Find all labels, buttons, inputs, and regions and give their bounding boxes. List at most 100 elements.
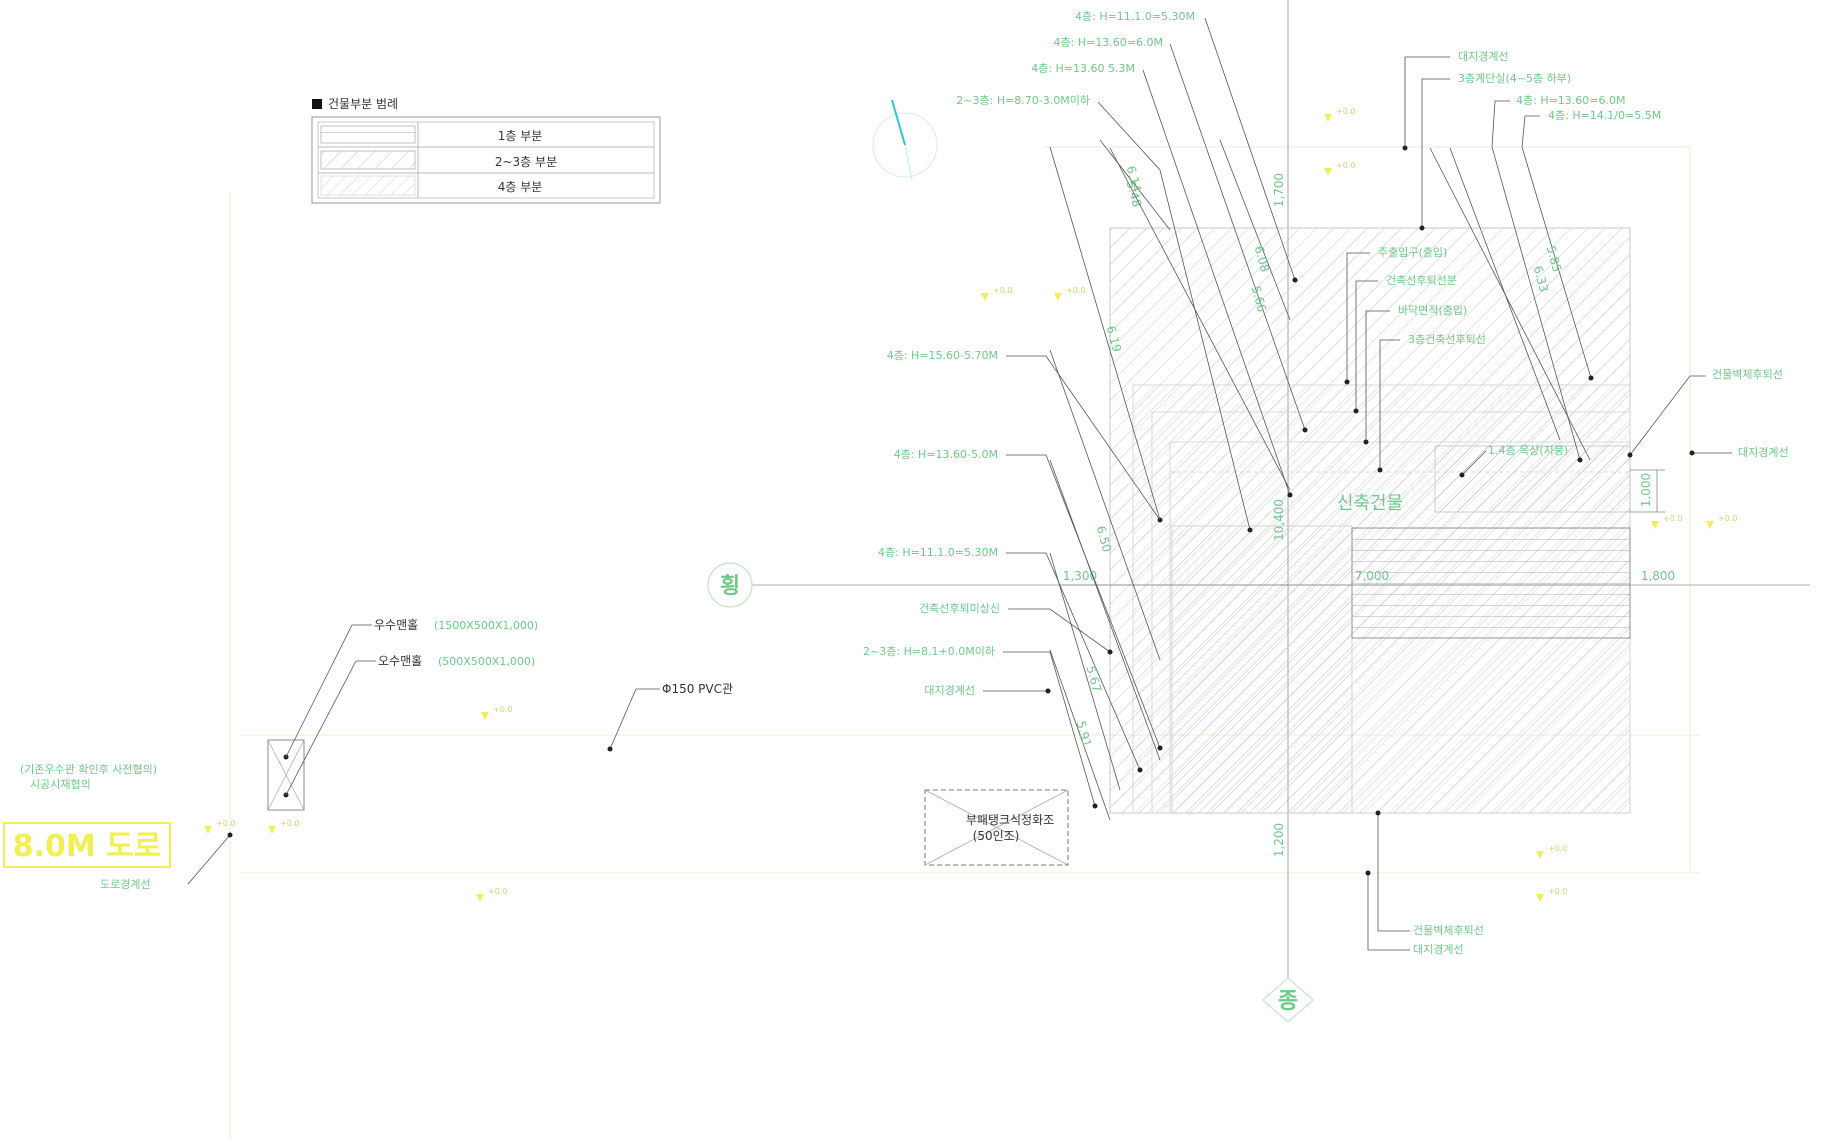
svg-text:대지경계선: 대지경계선 [924, 684, 975, 697]
diagonal-dimension-leader [1099, 139, 1171, 231]
left-callout-3: 4층: H=11.1.0=5.30M [878, 546, 1143, 773]
legend-title: 건물부분 범례 [328, 97, 398, 111]
legend-row-3: 4층 부분 [498, 180, 543, 194]
road-label: 8.0M 도로 (기존우수관 확인후 사전협의) 시공시재협의 도로경계선 [3, 763, 233, 891]
svg-text:건물벽체후퇴선: 건물벽체후퇴선 [1413, 924, 1484, 937]
diagonal-dimension-leader [1109, 147, 1291, 491]
svg-text:대지경계선: 대지경계선 [1458, 50, 1509, 63]
road-note-2: 시공시재협의 [30, 778, 91, 791]
rain-manhole-label: 우수맨홀 [374, 618, 418, 632]
svg-text:1.4층 옥상(지붕): 1.4층 옥상(지붕) [1488, 444, 1568, 457]
diagonal-dimension-leader [1049, 146, 1161, 521]
svg-text:대지경계선: 대지경계선 [1413, 943, 1464, 956]
septic-tank: 부패탱크식정화조 (50인조) [924, 789, 1069, 866]
level-marker-icon: +0.0 [1324, 107, 1355, 122]
manhole-symbols [267, 739, 305, 811]
level-marker-label: +0.0 [1718, 514, 1737, 523]
legend-row-1: 1층 부분 [498, 129, 543, 143]
level-marker-label: +0.0 [1336, 161, 1355, 170]
svg-text:4층: H=13.60 5.3M: 4층: H=13.60 5.3M [1031, 62, 1135, 75]
level-marker-icon: +0.0 [268, 819, 299, 834]
diagonal-dimension-label: 6.33 [1531, 264, 1551, 293]
dimension-right-h: 1,800 [1641, 569, 1675, 583]
svg-text:대지경계선: 대지경계선 [1738, 446, 1789, 459]
diagonal-dimension-leader [1049, 459, 1161, 761]
left-callout-6: 대지경계선 [924, 684, 1051, 697]
diagonal-dimension-leader [1049, 552, 1121, 791]
pvc-pipe-label: Φ150 PVC관 [662, 682, 733, 696]
top-callout-2: 4층: H=13.60=6.0M [1053, 36, 1308, 433]
diagonal-dimension-leader [1429, 147, 1591, 461]
svg-text:4층: H=13.60=6.0M: 4층: H=13.60=6.0M [1516, 94, 1626, 107]
diagonal-dimension-leader [1219, 139, 1291, 321]
level-marker-label: +0.0 [1663, 514, 1682, 523]
level-marker-label: +0.0 [993, 286, 1012, 295]
right-callout-1: 건물벽체후퇴선 [1627, 368, 1783, 458]
level-marker-icon: +0.0 [1536, 887, 1567, 902]
level-marker-icon: +0.0 [1536, 844, 1567, 859]
bottom-callout-2: 대지경계선 [1365, 870, 1464, 956]
svg-text:4층: H=14.1/0=5.5M: 4층: H=14.1/0=5.5M [1548, 109, 1661, 122]
dimension-mid-v: 1,000 [1639, 473, 1653, 507]
dimension-left-h: 1,300 [1063, 569, 1097, 583]
road-note-1: (기존우수관 확인후 사전협의) [20, 763, 157, 776]
level-marker-icon: +0.0 [1651, 514, 1682, 529]
axis-marker-vertical: 종 [1262, 977, 1314, 1023]
top-callout-4: 2~3층: H=8.70-3.0M이하 [956, 93, 1253, 533]
diagonal-dimension-leader [1049, 349, 1161, 661]
bottom-callout-1: 건물벽체후퇴선 [1375, 810, 1484, 937]
top-right-callout-4: 4층: H=14.1/0=5.5M [1521, 109, 1661, 381]
level-marker-icon: +0.0 [981, 286, 1012, 301]
dimension-bottom-v: 1,200 [1272, 823, 1286, 857]
svg-text:4층: H=15.60-5.70M: 4층: H=15.60-5.70M [887, 349, 998, 362]
inner-callout-4: 3층건축선후퇴선 [1377, 333, 1486, 473]
level-marker-label: +0.0 [493, 705, 512, 714]
legend-marker [312, 99, 322, 109]
level-marker-icon: +0.0 [1054, 286, 1085, 301]
top-right-callout-1: 대지경계선 [1402, 50, 1509, 151]
septic-label-2: (50인조) [973, 829, 1020, 843]
diagonal-dimension-label: 5.66 [1249, 284, 1269, 313]
dimension-top-v: 1,700 [1272, 173, 1286, 207]
left-callout-2: 4층: H=13.60-5.0M [894, 448, 1163, 751]
axis-marker-horizontal: 횡 [707, 562, 753, 608]
diagonal-dimension-label: 6.19 [1104, 324, 1124, 353]
svg-text:2~3층: H=8.70-3.0M이하: 2~3층: H=8.70-3.0M이하 [956, 93, 1090, 107]
diagonal-dimension-label: 6.50 [1094, 524, 1114, 553]
dimension-center-h: 7,000 [1355, 569, 1389, 583]
diagonal-dimension-label: 6.08 [1252, 244, 1272, 273]
diagonal-dimension-leader [1049, 649, 1111, 821]
dimension-leaders: 5.485.666.196.336.505.855.675.916.146.08 [1049, 139, 1591, 821]
top-callout-1: 4층: H=11.1.0=5.30M [1075, 10, 1298, 283]
svg-text:건축선후퇴선분: 건축선후퇴선분 [1386, 274, 1457, 287]
pipe-labels: 우수맨홀 (1500X500X1,000) 오수맨홀 (500X500X1,00… [285, 618, 733, 796]
level-marker-label: +0.0 [488, 887, 507, 896]
building-name: 신축건물 [1337, 493, 1403, 514]
level-marker-icon: +0.0 [481, 705, 512, 720]
svg-text:4층: H=13.60=6.0M: 4층: H=13.60=6.0M [1053, 36, 1163, 49]
top-callout-3: 4층: H=13.60 5.3M [1031, 62, 1293, 498]
road-name: 8.0M 도로 [13, 829, 162, 864]
level-markers: +0.0 +0.0 +0.0 +0.0 +0.0 +0.0 +0.0 +0.0 +0.0 +0.0… [204, 107, 1737, 902]
inner-callout-1: 주출입구(출입) [1344, 246, 1447, 385]
legend-row-2: 2~3층 부분 [495, 155, 557, 169]
level-marker-icon: +0.0 [1324, 161, 1355, 176]
right-callout-2: 대지경계선 [1689, 446, 1789, 459]
svg-text:바닥면적(출입): 바닥면적(출입) [1398, 304, 1467, 317]
dimension-center-v: 10,400 [1272, 499, 1286, 541]
diagonal-dimension-label: 5.85 [1544, 244, 1564, 273]
level-marker-icon: +0.0 [204, 819, 235, 834]
svg-text:2~3층: H=8.1+0.0M이하: 2~3층: H=8.1+0.0M이하 [863, 644, 995, 658]
svg-text:3층건축선후퇴선: 3층건축선후퇴선 [1408, 333, 1486, 346]
level-marker-label: +0.0 [1066, 286, 1085, 295]
axis-label-vertical: 종 [1278, 989, 1298, 1014]
svg-text:3층계단실(4~5층 하부): 3층계단실(4~5층 하부) [1458, 71, 1571, 85]
level-marker-label: +0.0 [216, 819, 235, 828]
inner-callout-3: 바닥면적(출입) [1363, 304, 1467, 445]
sewage-manhole-label: 오수맨홀 [378, 654, 422, 668]
level-marker-icon: +0.0 [476, 887, 507, 902]
level-marker-icon: +0.0 [1706, 514, 1737, 529]
top-right-callout-2: 3층계단실(4~5층 하부) [1419, 71, 1571, 231]
level-marker-label: +0.0 [1336, 107, 1355, 116]
sewage-manhole-spec: (500X500X1,000) [438, 655, 535, 668]
